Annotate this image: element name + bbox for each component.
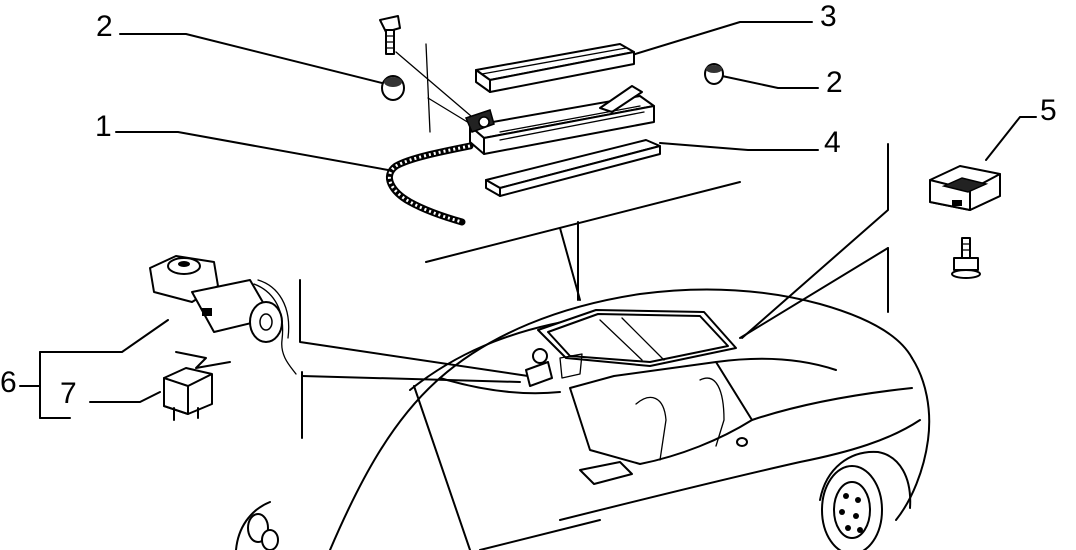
callout-5: 5 [1040, 94, 1057, 127]
callout-2-right: 2 [826, 66, 843, 99]
callout-1: 1 [95, 110, 112, 143]
callout-6: 6 [0, 366, 17, 399]
leader-lines [19, 21, 1037, 439]
sunroof-motor-6 [149, 255, 297, 375]
sunroof-mechanism-rail [464, 85, 655, 155]
nut-right [704, 63, 724, 85]
screw-top [379, 15, 401, 55]
nut-left [381, 75, 405, 101]
relay-7 [163, 367, 213, 421]
rail-seal-4 [485, 139, 661, 197]
callout-7: 7 [60, 377, 77, 410]
car-outline [235, 288, 931, 550]
callout-3: 3 [820, 0, 837, 33]
bolt-5 [951, 237, 981, 279]
rail-cover-3 [475, 43, 635, 93]
bracket-5 [929, 165, 1001, 211]
callout-4: 4 [824, 126, 841, 159]
drive-cable-1 [386, 142, 474, 226]
callout-2-left: 2 [96, 10, 113, 43]
